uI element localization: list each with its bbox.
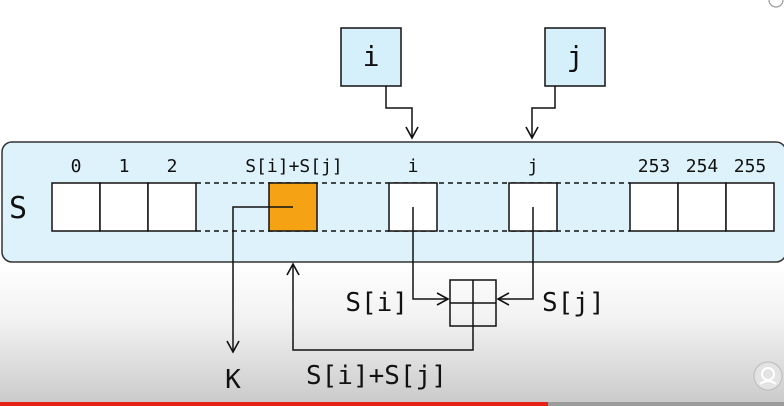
index-label-2: 2	[167, 156, 178, 177]
video-progress-remaining[interactable]	[548, 402, 784, 406]
index-label-i: i	[408, 156, 419, 177]
index-label-253: 253	[638, 156, 671, 177]
arrow-sj-to-adder	[496, 207, 534, 306]
index-label-254: 254	[686, 156, 719, 177]
array-cell-254	[677, 182, 727, 232]
adder-input-si-label: S[i]	[345, 288, 408, 318]
array-cell-253	[629, 182, 679, 232]
index-label-255: 255	[734, 156, 767, 177]
pointer-box-j	[544, 27, 606, 87]
arrow-sum-to-index	[286, 262, 474, 351]
array-cell-2	[147, 182, 197, 232]
array-cell-0	[51, 182, 101, 232]
array-cell-1	[99, 182, 149, 232]
output-k-label: K	[225, 365, 241, 395]
index-label-1: 1	[119, 156, 130, 177]
pointer-i-arrow	[385, 86, 419, 140]
background-gradient	[0, 262, 784, 406]
adder-output-label: S[i]+S[j]	[306, 361, 447, 391]
channel-watermark-icon	[753, 361, 783, 391]
index-label-j: j	[528, 156, 539, 177]
info-icon[interactable]	[768, 0, 784, 8]
array-name-label: S	[9, 191, 27, 226]
arrow-output-k	[226, 206, 293, 354]
pointer-label-j: j	[567, 40, 584, 73]
index-label-sum: S[i]+S[j]	[245, 156, 343, 177]
pointer-label-i: i	[363, 40, 380, 73]
index-label-0: 0	[71, 156, 82, 177]
video-progress-played[interactable]	[0, 402, 548, 406]
pointer-j-arrow	[525, 86, 556, 140]
arrow-si-to-adder	[412, 207, 450, 306]
pointer-box-i	[340, 27, 402, 87]
adder-input-sj-label: S[j]	[542, 288, 605, 318]
array-cell-255	[725, 182, 775, 232]
